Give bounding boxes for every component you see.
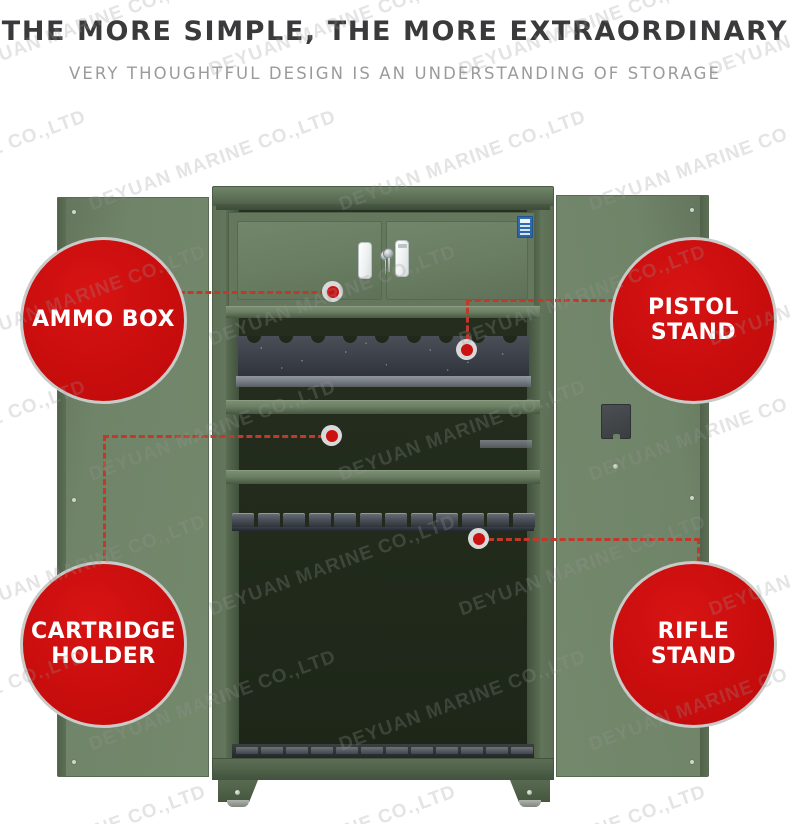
page-title: THE MORE SIMPLE, THE MORE EXTRAORDINARY: [1, 16, 789, 47]
callout-rifle-stand-text: RIFLE STAND: [650, 618, 737, 669]
interior-wall-right: [527, 210, 540, 762]
callout-pistol-stand-text: PISTOL STAND: [648, 294, 739, 345]
rifle-stand-slot: [359, 513, 382, 528]
rifle-stand-slot: [436, 513, 458, 528]
callout-pistol-stand[interactable]: PISTOL STAND: [610, 237, 777, 404]
grate-bar: [511, 747, 533, 754]
grate-bar: [311, 747, 333, 754]
shelf-lower: [226, 470, 540, 484]
grate-bar: [336, 747, 358, 754]
cabinet-top-panel: [212, 186, 554, 206]
foot-pad-right: [519, 800, 541, 807]
rifle-stand-slot: [487, 513, 509, 528]
door-edge-left: [58, 198, 66, 776]
rifle-stand-slot: [308, 513, 331, 528]
ammo-box-keylock-right: [383, 248, 394, 272]
rifle-stand-slot: [461, 513, 484, 528]
grate-bar: [411, 747, 433, 754]
interior-wall-left: [226, 210, 239, 762]
page-subtitle: VERY THOUGHTFUL DESIGN IS AN UNDERSTANDI…: [68, 64, 721, 83]
rifle-stand-slot: [257, 513, 280, 528]
callout-ammo-box-text: AMMO BOX: [32, 307, 175, 333]
marker-rifle-stand: [468, 528, 489, 549]
rifle-stand-slot: [410, 513, 433, 528]
pistol-stand-base: [236, 376, 531, 387]
connector-cartridge-holder-v: [103, 435, 106, 600]
marker-pistol-stand: [456, 339, 477, 360]
grate-bar: [361, 747, 383, 754]
ammo-box-handle-left: [358, 242, 372, 279]
rifle-stand-slot: [512, 513, 535, 528]
door-edge-right: [700, 196, 708, 776]
rifle-stand-slot: [385, 513, 407, 528]
rifle-stand-slot: [232, 513, 254, 528]
callout-rifle-stand[interactable]: RIFLE STAND: [610, 561, 777, 728]
connector-pistol-stand-h: [466, 299, 641, 302]
door-lock-plate: [601, 404, 631, 439]
foot-pad-left: [227, 800, 249, 807]
grate-bar: [461, 747, 483, 754]
ammo-box-handle-right: [395, 240, 409, 277]
ammo-box-door-right: [383, 221, 528, 300]
connector-cartridge-holder-h: [103, 435, 333, 438]
foot-screw-left: [235, 790, 240, 795]
grate-bar: [286, 747, 308, 754]
connector-rifle-stand-h: [488, 538, 700, 541]
callout-ammo-box[interactable]: AMMO BOX: [20, 237, 187, 404]
grate-bar: [486, 747, 508, 754]
ammo-box-door-left: [237, 221, 391, 300]
handle-tag: [398, 244, 407, 248]
connector-pistol-stand-v: [466, 299, 469, 349]
rifle-stand-slot: [334, 513, 356, 528]
cabinet-top-lip: [216, 204, 550, 210]
grate-bar: [436, 747, 458, 754]
marker-ammo-box: [322, 281, 343, 302]
cabinet-floor-grate: [232, 744, 534, 758]
door-screw: [613, 464, 618, 469]
rifle-stand-slot: [283, 513, 305, 528]
connector-ammo-box: [170, 291, 335, 294]
rifle-stand-rail: [232, 527, 534, 531]
grate-bar: [236, 747, 258, 754]
grate-bar: [261, 747, 283, 754]
marker-cartridge-holder: [321, 425, 342, 446]
rifle-stand-rack: [232, 513, 535, 529]
grate-bar: [386, 747, 408, 754]
cabinet-plinth: [212, 758, 554, 780]
callout-cartridge-holder-text: CARTRIDGE HOLDER: [30, 618, 177, 669]
shelf-middle: [226, 400, 540, 414]
shelf-edge-trim: [480, 440, 532, 448]
callout-cartridge-holder[interactable]: CARTRIDGE HOLDER: [20, 561, 187, 728]
certification-label: [517, 216, 533, 238]
foam-texture: [238, 336, 529, 376]
foot-screw-right: [527, 790, 532, 795]
shelf-top: [226, 306, 540, 318]
